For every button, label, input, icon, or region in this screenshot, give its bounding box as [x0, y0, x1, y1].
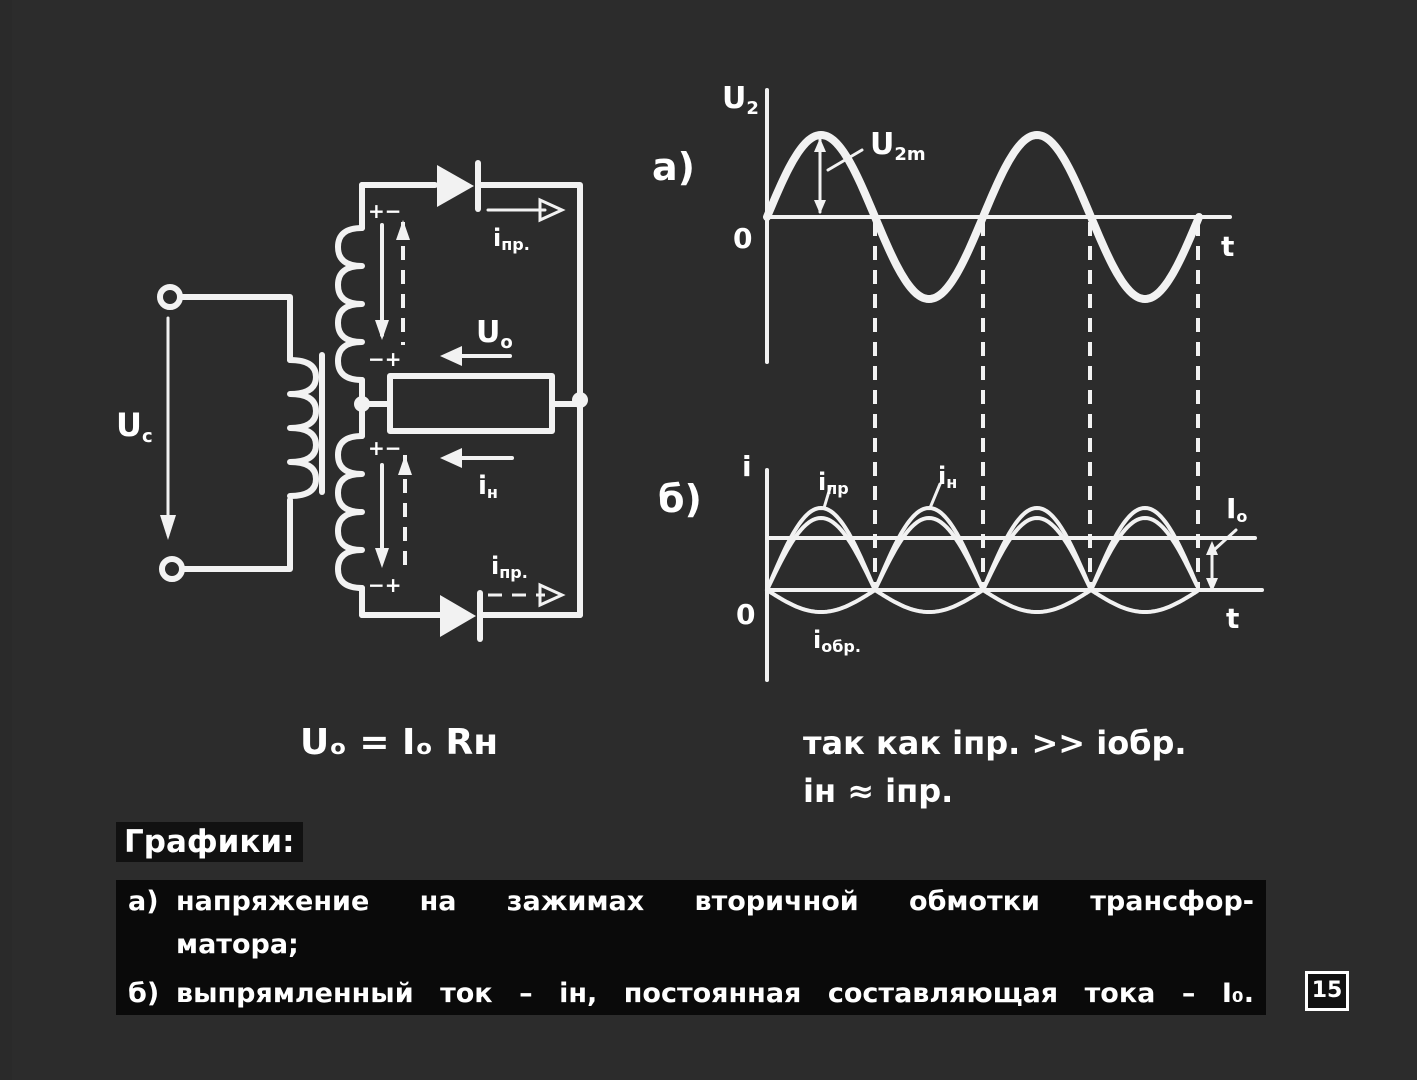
i-n-label: iн [938, 462, 957, 492]
load-current-curve [765, 516, 1199, 592]
graph-a-time-label: t [1221, 230, 1234, 263]
period-guide-lines [873, 222, 1200, 590]
polarity-bottom-upper: +− [368, 436, 402, 460]
slide-number: 15 [1305, 971, 1349, 1011]
amplitude-label: U2m [870, 127, 926, 165]
graph-b-time-label: t [1226, 602, 1239, 635]
i-obr-label: iобр. [813, 626, 861, 656]
caption-item-a: а) напряжение на зажимах вторичной обмот… [116, 880, 1266, 923]
winding-voltage-arrows [375, 220, 412, 575]
load-resistor [359, 373, 588, 434]
graph-a-label: а) [652, 145, 695, 189]
polarity-bottom-lower: −+ [368, 573, 402, 597]
output-voltage-label: Uo [476, 315, 513, 353]
secondary-voltage-curve [763, 131, 1203, 303]
caption-item-b-text: выпрямленный ток – iн, постоянная состав… [176, 978, 1254, 1009]
caption-item-a-continuation: матора; [116, 923, 1266, 966]
forward-current-label-bottom: iпр. [491, 552, 528, 582]
caption-item-b: б) выпрямленный ток – iн, постоянная сос… [116, 966, 1266, 1015]
source-voltage-label: Uc [116, 406, 153, 447]
load-current-label: iн [478, 471, 498, 502]
bottom-diode-icon [440, 595, 476, 637]
caption-item-b-mark: б) [128, 978, 160, 1009]
graph-b-label: б) [658, 477, 702, 521]
polarity-top-lower: −+ [368, 347, 402, 371]
rectifier-circuit: Uc Uo iн iпр. iпр. +− −+ +− −+ Uₒ = Iₒ R… [116, 160, 588, 763]
top-diode-icon [437, 165, 474, 207]
caption-block: Графики: а) напряжение на зажимах вторич… [116, 822, 1266, 1015]
polarity-top-upper: +− [368, 199, 402, 223]
forward-current-label-top: iпр. [493, 224, 530, 254]
ohm-law-formula: Uₒ = Iₒ Rн [300, 722, 498, 763]
reverse-current-curve [765, 588, 1199, 614]
i-pr-label: iпр [818, 468, 849, 498]
graph-b-zero: 0 [736, 598, 755, 631]
graph-current: б) i 0 t iпр iн iобр. Io [658, 450, 1264, 682]
caption-item-a-text: напряжение на зажимах вторичной обмотки … [176, 886, 1254, 917]
graph-b-y-axis-label: i [742, 450, 752, 483]
caption-title: Графики: [116, 822, 303, 862]
caption-item-a-mark: а) [128, 886, 159, 917]
relation-line-1: так как iпр. >> iобр. [803, 724, 1187, 762]
graph-a-zero: 0 [733, 222, 752, 255]
current-arrows [440, 197, 566, 608]
top-diode-branch [359, 160, 583, 618]
primary-circuit [157, 284, 325, 582]
graph-a-y-axis-label: U2 [722, 81, 759, 119]
graph-voltage: а) U2 0 t U2m [652, 81, 1234, 364]
secondary-winding [335, 182, 370, 618]
dc-current-label: Io [1226, 492, 1247, 526]
caption-item-a-cont-text: матора; [176, 929, 299, 960]
bottom-diode-branch [359, 590, 583, 642]
relation-line-2: iн ≈ iпр. [803, 772, 953, 810]
